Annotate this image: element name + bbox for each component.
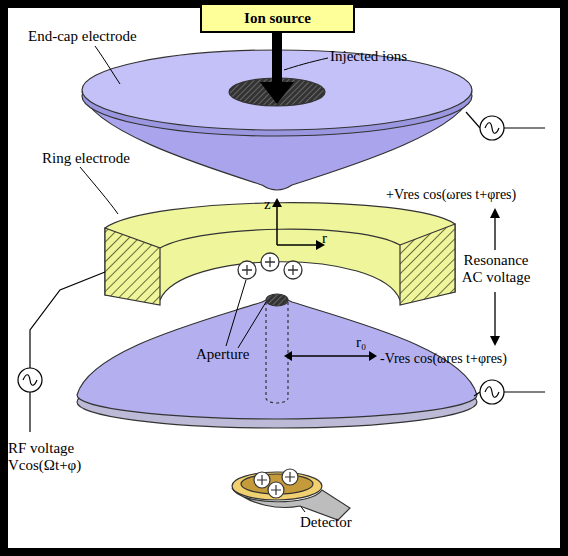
dimension-arrow-part bbox=[290, 355, 370, 356]
signal-name: Resonance AC voltage bbox=[455, 252, 537, 286]
signal-formula: -Vres cos(ωres t+φres) bbox=[380, 350, 555, 367]
ac-source-symbol-part bbox=[30, 272, 105, 368]
ring-electrode-part bbox=[105, 228, 160, 305]
leader-line bbox=[80, 46, 328, 512]
ac-source-symbol-part bbox=[23, 375, 37, 386]
bottom-end-cap-electrode-part bbox=[266, 398, 288, 403]
resonance-arrow-part bbox=[494, 216, 495, 250]
detector-part bbox=[257, 475, 267, 485]
dimension-arrow-part bbox=[369, 351, 377, 361]
injection-arrow-part bbox=[260, 82, 294, 104]
detector-part bbox=[232, 472, 322, 500]
ring-electrode-part bbox=[400, 224, 455, 305]
panel-background bbox=[8, 8, 560, 548]
leader-line-part bbox=[226, 280, 246, 346]
trapped-ion-part bbox=[238, 261, 256, 279]
bottom-end-cap-electrode-part bbox=[266, 302, 288, 398]
coordinate-axes-part bbox=[277, 244, 318, 246]
leader-line-part bbox=[95, 46, 120, 84]
ac-source-symbol-part bbox=[504, 127, 545, 128]
ring-electrode bbox=[105, 203, 455, 305]
resonance-arrow-part bbox=[494, 292, 495, 338]
ac-source-symbol-part bbox=[18, 368, 42, 392]
trapped-ion-part bbox=[288, 265, 298, 275]
ac-source-symbol-part bbox=[480, 380, 504, 404]
ac-source-symbol-part bbox=[466, 112, 480, 128]
dimension-label: r₀ bbox=[356, 334, 386, 351]
detector-part bbox=[282, 469, 298, 485]
ac-source-symbol-part bbox=[474, 392, 480, 396]
part-name: Ring electrode bbox=[42, 150, 172, 167]
ac-source-symbol bbox=[18, 112, 545, 432]
axis-label: r bbox=[322, 230, 336, 247]
node-text: Ion source bbox=[244, 10, 311, 27]
source-box: Ion source bbox=[200, 3, 355, 33]
coordinate-axes-part bbox=[276, 205, 278, 245]
trapped-ion-part bbox=[265, 257, 275, 267]
part-name: Injected ions bbox=[330, 48, 450, 65]
ac-source-symbol-part bbox=[485, 123, 499, 134]
leader-line-part bbox=[80, 167, 118, 214]
ring-electrode-part bbox=[160, 229, 400, 248]
trapped-ion bbox=[238, 253, 302, 279]
part-name: End-cap electrode bbox=[28, 28, 188, 45]
top-end-cap-electrode-part bbox=[229, 78, 325, 106]
resonance-arrow-part bbox=[490, 336, 500, 346]
coordinate-axes bbox=[272, 198, 325, 250]
dimension-arrow-part bbox=[284, 351, 292, 361]
resonance-arrow-part bbox=[490, 208, 500, 218]
coordinate-axes-part bbox=[272, 198, 282, 207]
ac-source-symbol-part bbox=[480, 116, 504, 140]
leader-line-part bbox=[284, 58, 328, 70]
bottom-end-cap-electrode-part bbox=[266, 294, 288, 306]
part-name: Aperture bbox=[196, 346, 276, 363]
trapped-ion-part bbox=[242, 265, 252, 275]
signal-formula: +Vres cos(ωres t+φres) bbox=[386, 186, 561, 203]
detector-part bbox=[285, 472, 295, 482]
ac-source-symbol-part bbox=[29, 392, 30, 432]
part-name: Detector bbox=[300, 514, 390, 531]
detector-part bbox=[268, 482, 284, 498]
leader-line-part bbox=[238, 302, 266, 348]
detector-part bbox=[271, 485, 281, 495]
trapped-ion-part bbox=[284, 261, 302, 279]
trapped-ion-part bbox=[261, 253, 279, 271]
detector-part bbox=[254, 472, 270, 488]
dimension-arrow bbox=[284, 351, 377, 361]
axis-label: z bbox=[264, 196, 278, 213]
injection-arrow-part bbox=[272, 32, 282, 84]
ac-source-symbol-part bbox=[485, 387, 499, 398]
ac-source-symbol-part bbox=[504, 391, 545, 392]
detector bbox=[232, 469, 350, 520]
signal-name: RF voltage Vcos(Ωt+φ) bbox=[8, 440, 103, 474]
